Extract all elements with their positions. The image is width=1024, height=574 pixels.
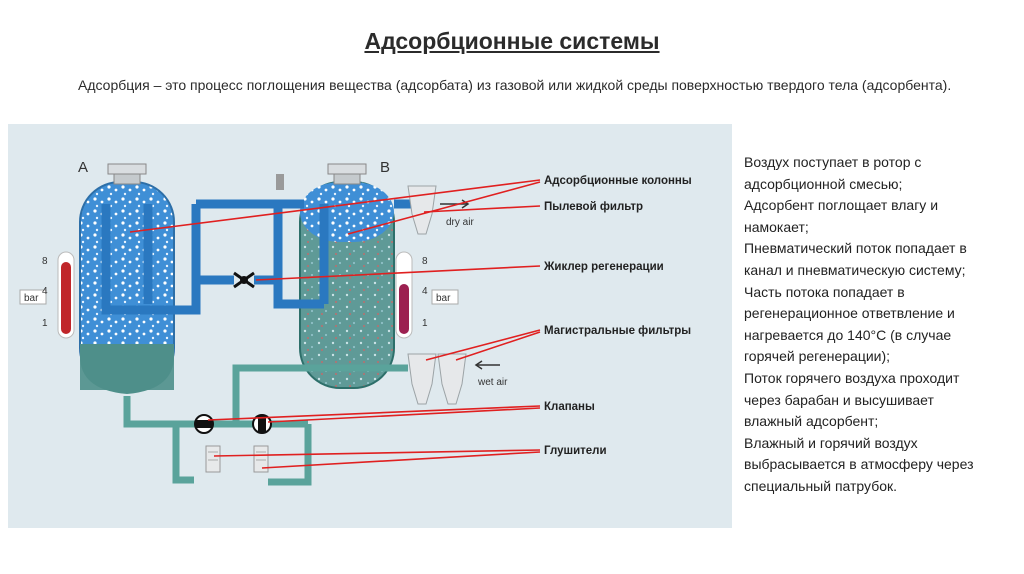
bottom-pipe-network	[123, 364, 408, 486]
adsorption-dryer-diagram: A B	[8, 124, 732, 528]
description-line: канал и пневматическую систему;	[744, 261, 966, 278]
gauge-b-unit-box	[431, 289, 459, 305]
gauge-a-tick-1: 1	[42, 318, 48, 329]
regeneration-jet	[233, 271, 255, 289]
description-line: регенерационное ответвление и	[744, 305, 955, 322]
gauge-b-unit: bar	[436, 293, 451, 304]
description-line: Часть потока попадает в	[744, 283, 905, 300]
description-line: адсорбционной смесью;	[744, 175, 903, 192]
description-line: выбрасывается в атмосферу через	[744, 456, 974, 473]
description-line: Пневматический поток попадает в	[744, 240, 967, 257]
valve-1[interactable]	[194, 414, 214, 434]
gauge-a-unit: bar	[24, 293, 39, 304]
wet-air-label: wet air	[477, 377, 508, 388]
diagram-svg: A B	[19, 159, 692, 486]
dust-filter	[407, 185, 437, 235]
label-dust-filter: Пылевой фильтр	[544, 201, 643, 213]
valve-2[interactable]	[252, 414, 272, 434]
gauge-b-tick-1: 1	[422, 318, 428, 329]
tank-b	[276, 163, 395, 389]
description-line: намокает;	[744, 218, 809, 235]
description-line: горячей регенерации);	[744, 348, 891, 365]
description-line: специальный патрубок.	[744, 477, 898, 494]
description-line: Поток горячего воздуха проходит	[744, 369, 960, 386]
silencer-1	[205, 445, 221, 473]
label-adsorption-columns: Адсорбционные колонны	[544, 175, 692, 187]
dry-air-label: dry air	[446, 217, 474, 228]
description-line: Воздух поступает в ротор с	[744, 154, 922, 170]
label-silencers: Глушители	[544, 445, 607, 457]
description-line: влажный адсорбент;	[744, 413, 879, 430]
main-filter-1	[407, 353, 437, 405]
description-line: Влажный и горячий воздух	[744, 434, 918, 451]
label-main-filters: Магистральные фильтры	[544, 325, 691, 337]
silencer-2	[253, 445, 269, 473]
tank-a-letter: A	[78, 159, 88, 176]
main-filter-2	[437, 353, 467, 405]
gauge-b-tick-8: 8	[422, 256, 428, 267]
intro-paragraph: Адсорбция – это процесс поглощения вещес…	[78, 77, 952, 93]
gauge-a-tick-8: 8	[42, 256, 48, 267]
gauge-a-unit-box	[19, 289, 47, 305]
description-line: Адсорбент поглощает влагу и	[744, 197, 939, 214]
label-valves: Клапаны	[544, 401, 595, 413]
gauge-a-tick-4: 4	[42, 286, 48, 297]
description-line: нагревается до 140°С (в случае	[744, 326, 952, 343]
tank-a	[79, 163, 201, 394]
slide-title: Адсорбционные системы	[364, 28, 660, 54]
leader-lines	[129, 179, 541, 469]
tank-b-letter: B	[380, 159, 390, 176]
pressure-gauge-b	[395, 251, 413, 339]
description-line: через барабан и высушивает	[744, 391, 934, 408]
label-regeneration-jet: Жиклер регенерации	[543, 261, 664, 273]
pressure-gauge-a	[57, 251, 75, 339]
gauge-b-tick-4: 4	[422, 286, 428, 297]
process-description: Воздух поступает в ротор с адсорбционной…	[744, 152, 1012, 498]
